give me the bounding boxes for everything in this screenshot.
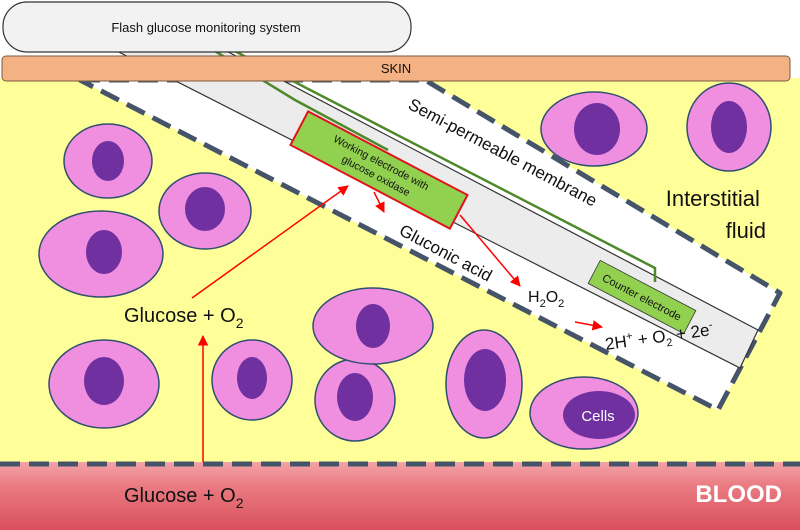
arrow-glucose-to-electrode bbox=[191, 185, 349, 299]
cell bbox=[314, 358, 396, 442]
cell bbox=[38, 210, 164, 298]
arrow-electrode-to-h2o2 bbox=[459, 214, 521, 287]
reaction-arrows bbox=[191, 185, 604, 466]
flash-glucose-monitor-device bbox=[2, 1, 412, 53]
cell bbox=[48, 339, 160, 429]
semi-permeable-membrane bbox=[77, 77, 783, 413]
cell bbox=[445, 329, 523, 439]
skin-layer bbox=[1, 55, 791, 82]
device-label: Flash glucose monitoring system bbox=[111, 20, 300, 35]
cell bbox=[63, 123, 153, 199]
cell bbox=[211, 339, 293, 421]
interstitial-fluid-label: Interstitial fluid bbox=[666, 186, 766, 243]
reaction-products-label: 2H+ + O2 + 2e- bbox=[604, 319, 715, 358]
cells-group bbox=[38, 82, 772, 450]
h2o2-label: H2O2 bbox=[528, 289, 564, 310]
arrow-electrode-to-gluconic bbox=[373, 191, 385, 213]
cell bbox=[686, 82, 772, 172]
cell bbox=[529, 376, 639, 450]
glucose-o2-tissue-label: Glucose + O2 bbox=[124, 305, 244, 331]
blood-vessel bbox=[0, 462, 800, 530]
arrow-h2o2-to-products bbox=[574, 320, 604, 331]
cell bbox=[540, 91, 648, 167]
counter-electrode-wire bbox=[222, 43, 657, 282]
cells-label: Cells bbox=[581, 408, 614, 425]
blood-label: BLOOD bbox=[695, 481, 782, 508]
glucose-o2-blood-label: Glucose + O2 bbox=[124, 485, 244, 511]
cell bbox=[158, 172, 252, 250]
skin-label: SKIN bbox=[381, 61, 411, 76]
cell bbox=[312, 287, 434, 365]
